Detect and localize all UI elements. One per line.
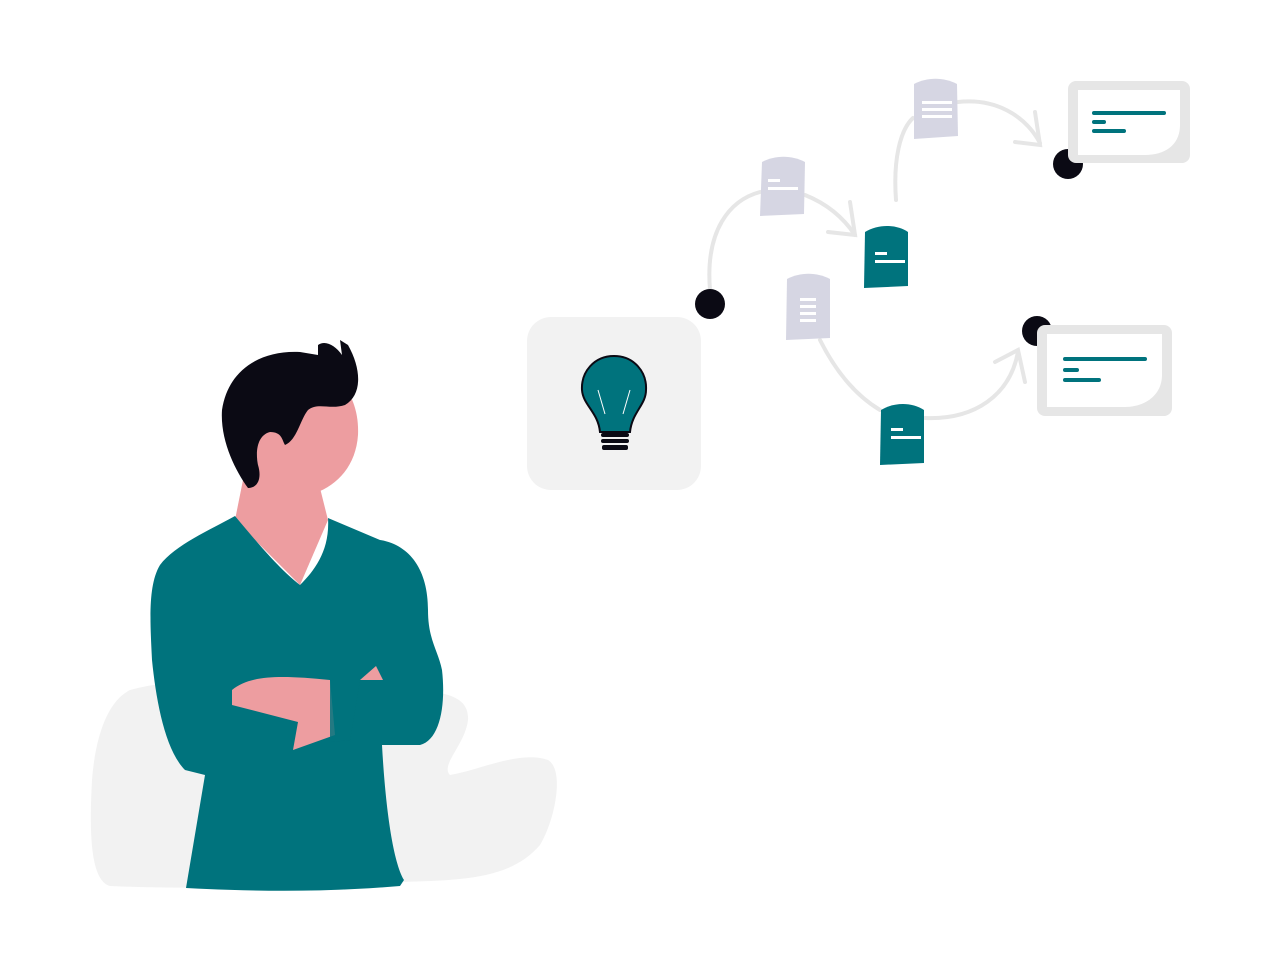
arrow-icon (923, 350, 1020, 421)
neck (235, 470, 328, 585)
document-icon (786, 273, 830, 340)
connector-arrows (707, 99, 1043, 421)
document-icon (914, 78, 958, 139)
arrow-icon (826, 200, 858, 238)
card-icon (1037, 325, 1172, 416)
document-icon (864, 226, 908, 288)
arrow-icon (803, 193, 857, 237)
document-icon (880, 404, 924, 465)
node-dot-icon (695, 289, 725, 319)
arrow-icon (993, 347, 1027, 384)
arrow-icon (1013, 110, 1043, 148)
arms-skin (232, 677, 335, 750)
card-icon (1068, 81, 1190, 163)
arrow-icon (707, 190, 762, 292)
lightbulb-icon (580, 354, 648, 450)
document-icon (760, 156, 805, 216)
arrow-icon (818, 338, 882, 412)
arrow-icon (956, 99, 1042, 145)
hair (221, 340, 359, 488)
arrow-icon (893, 116, 915, 202)
person (150, 340, 444, 891)
